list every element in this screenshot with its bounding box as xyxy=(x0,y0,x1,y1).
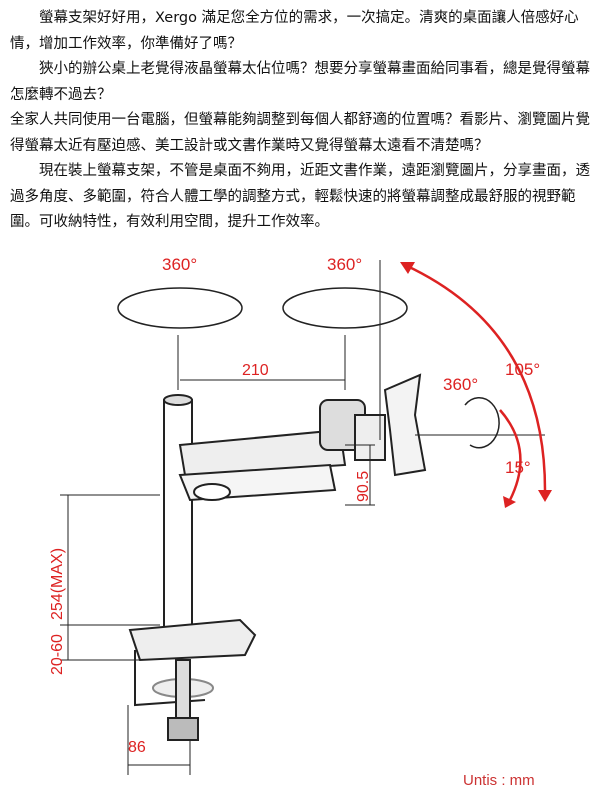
arm-length-label: 210 xyxy=(242,362,269,379)
rotation-label-arm: 360° xyxy=(327,255,362,274)
monitor-arm-diagram: 360° 360° 210 360° 105° 15° 90.5 254(MAX… xyxy=(49,255,552,775)
units-label: Untis : mm xyxy=(463,772,535,789)
tilt-up-arc xyxy=(404,263,547,491)
tilt-down-label: 15° xyxy=(505,458,531,477)
rotation-arrow-pole xyxy=(117,287,243,329)
height-label: 254(MAX) xyxy=(49,548,66,620)
clamp-screw xyxy=(175,659,191,721)
rotation-arrow-arm xyxy=(282,287,408,329)
article-text: 螢幕支架好好用，Xergo 滿足您全方位的需求，一次搞定。清爽的桌面讓人倍感好心… xyxy=(10,6,594,236)
pole xyxy=(163,399,193,631)
paragraph-2: 狹小的辦公桌上老覺得液晶螢幕太佔位嗎？想要分享螢幕畫面給同事看，總是覺得螢幕怎麼… xyxy=(10,61,590,103)
arm xyxy=(178,428,347,477)
paragraph-1: 螢幕支架好好用，Xergo 滿足您全方位的需求，一次搞定。清爽的桌面讓人倍感好心… xyxy=(10,10,579,52)
dimension-lines xyxy=(60,260,545,775)
arrowhead-icon xyxy=(503,496,516,508)
clamp-range-label: 20-60 xyxy=(49,634,66,675)
vesa-plate xyxy=(383,373,427,477)
arrowhead-icon xyxy=(400,262,415,274)
clamp-depth-label: 86 xyxy=(128,739,146,756)
rotation-label-pole: 360° xyxy=(162,255,197,274)
pole-cap xyxy=(163,394,193,406)
rotation-arrow-head xyxy=(464,396,500,449)
tilt-down-arc xyxy=(499,409,522,501)
rotation-label-head: 360° xyxy=(443,375,478,394)
clamp-knob xyxy=(167,717,199,741)
vesa-offset-label: 90.5 xyxy=(355,471,372,502)
desk-base xyxy=(128,618,257,662)
arm-collar xyxy=(193,483,231,501)
paragraph-3: 全家人共同使用一台電腦，但螢幕能夠調整到每個人都舒適的位置嗎？看影片、瀏覽圖片覺… xyxy=(10,112,590,154)
arrowhead-icon xyxy=(538,490,552,502)
paragraph-4: 現在裝上螢幕支架，不管是桌面不夠用，近距文書作業，遠距瀏覽圖片，分享畫面，透過多… xyxy=(10,163,590,230)
tilt-up-label: 105° xyxy=(505,360,540,379)
